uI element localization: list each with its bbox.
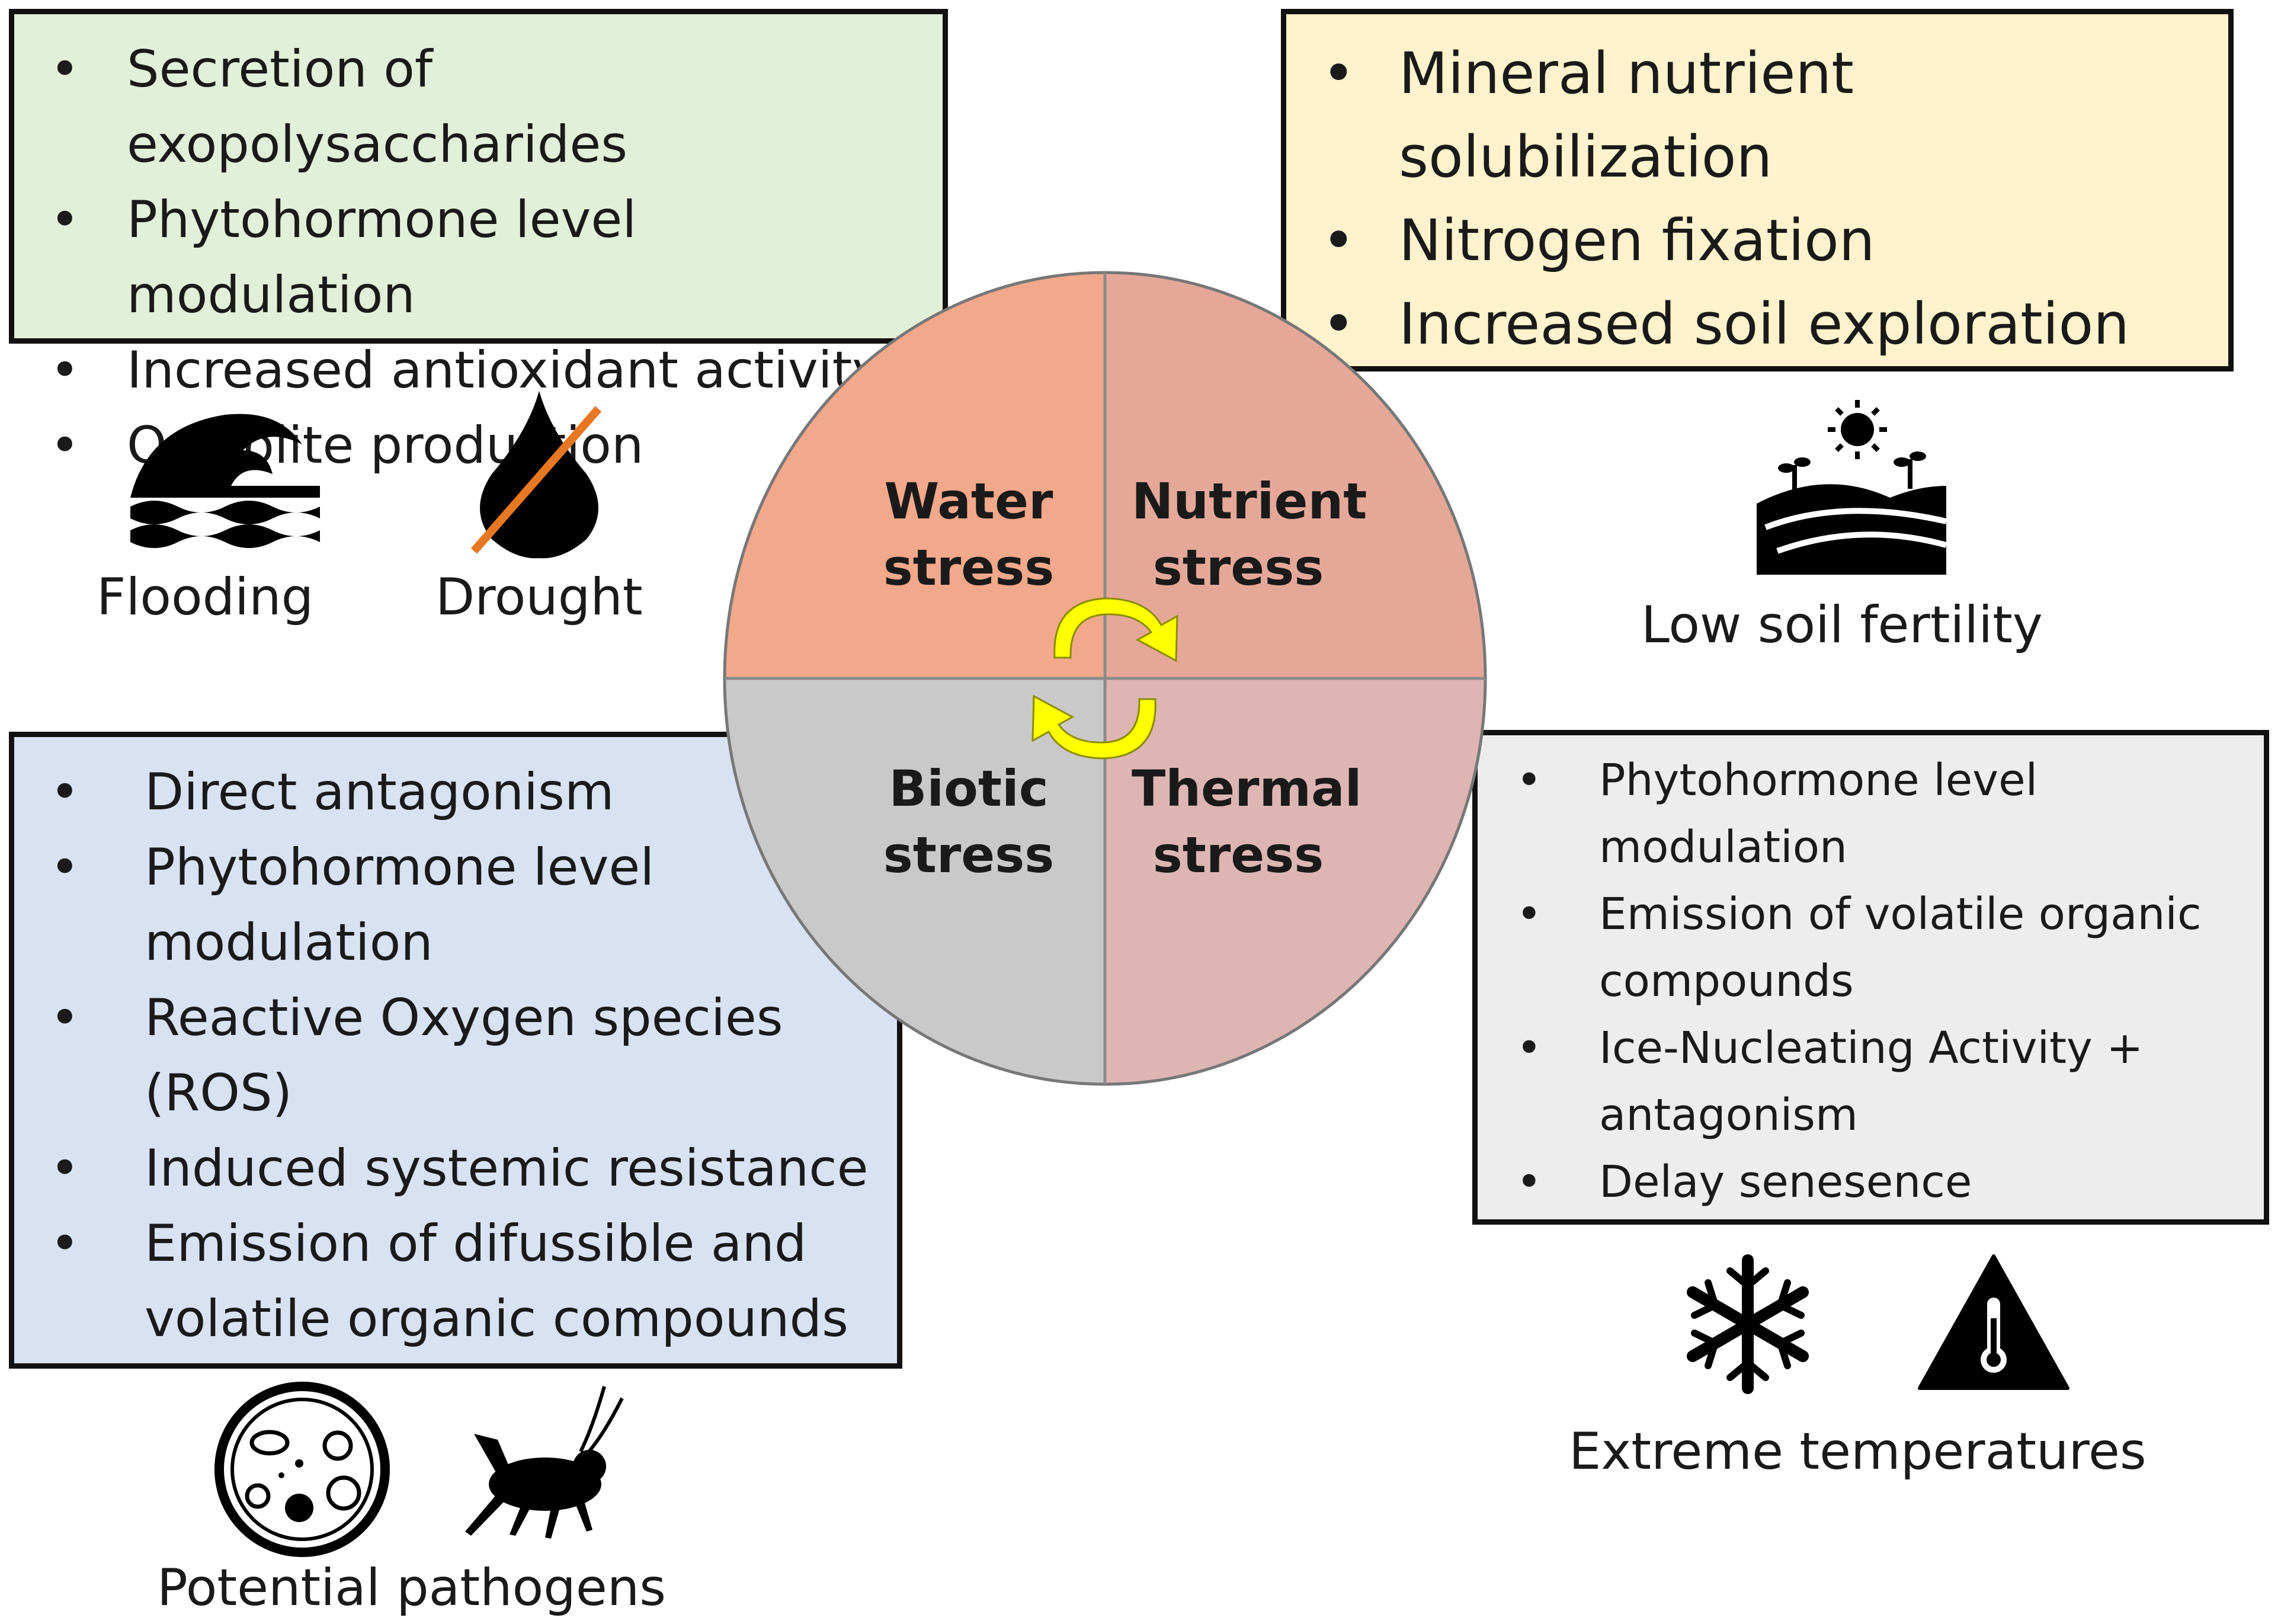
water-drop-icon [470, 391, 602, 559]
drought-slash [470, 406, 602, 554]
flooding-caption: Flooding [97, 568, 314, 627]
nutrient-stress-mechanisms-box: Mineral nutrient solubilization Nitrogen… [1281, 9, 2234, 371]
water-stress-label: Water stress [883, 472, 1055, 597]
petri-dish-icon [214, 1382, 390, 1557]
list-item: Phytohormone level modulation [38, 182, 919, 333]
list-item: Mineral nutrient solubilization [1310, 32, 2205, 199]
wave-icon [130, 414, 320, 548]
list-item: Induced systemic resistance [38, 1131, 873, 1206]
biotic-stress-label: Biotic stress [883, 760, 1055, 884]
list-item: Nitrogen fixation [1310, 199, 2205, 283]
list-item: Emission of difussible and volatile orga… [38, 1206, 873, 1357]
biotic-stress-list: Direct antagonism Phytohormone level mod… [38, 755, 873, 1357]
thermal-stress-label: Thermal stress [1132, 760, 1362, 884]
list-item: Ice-Nucleating Activity + antagonism [1501, 1015, 2240, 1149]
water-stress-list: Secretion of exopolysaccharides Phytohor… [38, 32, 919, 483]
list-item: Emission of volatile organic compounds [1501, 881, 2240, 1015]
list-item: Increased antioxidant activity [38, 333, 919, 408]
extreme-temperatures-caption: Extreme temperatures [1569, 1422, 2147, 1481]
snowflake-icon [1687, 1254, 1809, 1394]
biotic-stress-mechanisms-box: Direct antagonism Phytohormone level mod… [9, 732, 902, 1369]
low-soil-fertility-caption: Low soil fertility [1641, 595, 2043, 655]
thermal-stress-mechanisms-box: Phytohormone level modulation Emission o… [1472, 730, 2269, 1225]
list-item: Secretion of exopolysaccharides [38, 32, 919, 182]
nutrient-stress-list: Mineral nutrient solubilization Nitrogen… [1310, 32, 2205, 366]
list-item: Direct antagonism [38, 755, 873, 830]
potential-pathogens-caption: Potential pathogens [157, 1558, 667, 1617]
thermal-stress-list: Phytohormone level modulation Emission o… [1501, 747, 2240, 1216]
nutrient-stress-label: Nutrient stress [1132, 472, 1367, 597]
drought-caption: Drought [435, 568, 643, 627]
water-stress-mechanisms-box: Secretion of exopolysaccharides Phytohor… [9, 9, 948, 483]
list-item: Delay senesence [1501, 1149, 2240, 1216]
list-item: Reactive Oxygen species (ROS) [38, 981, 873, 1131]
list-item: Phytohormone level modulation [1501, 747, 2240, 881]
cycle-arrows-icon [1031, 597, 1178, 760]
insect-icon [465, 1386, 624, 1539]
list-item: Phytohormone level modulation [38, 830, 873, 981]
stress-circle [723, 271, 1487, 1086]
field-sun-icon [1757, 400, 1947, 575]
thermometer-warning-icon [1918, 1254, 2069, 1390]
list-item: Increased soil exploration [1310, 283, 2205, 366]
